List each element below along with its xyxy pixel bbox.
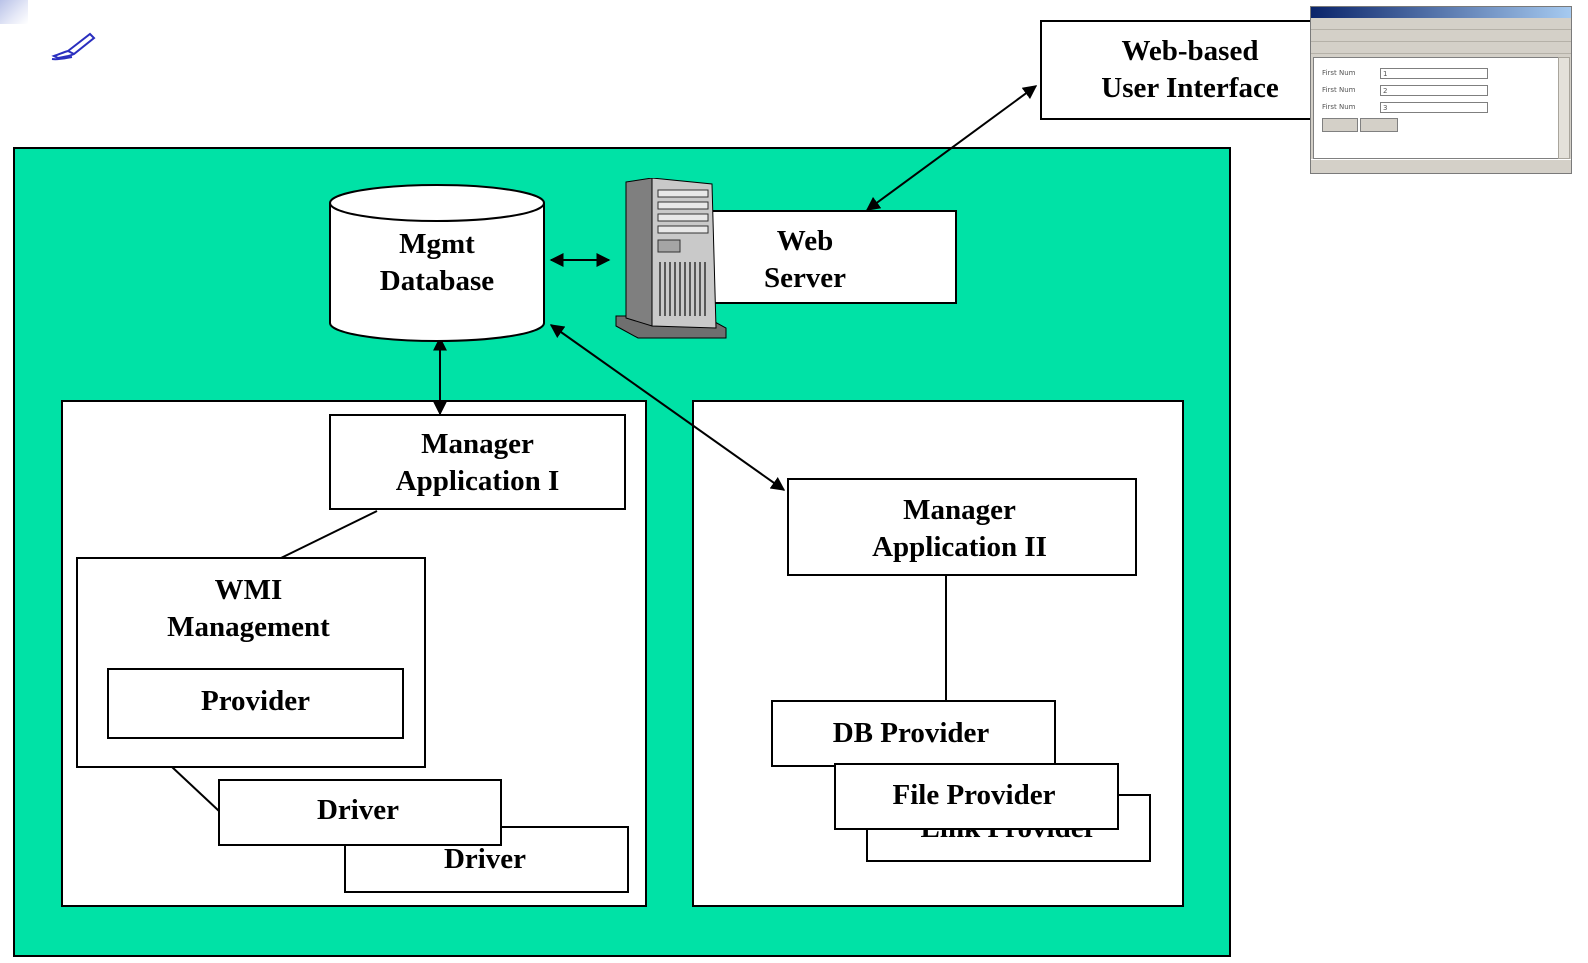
- manager-app-2-box: [787, 478, 1137, 576]
- wmi-management-label: WMI Management: [167, 574, 330, 643]
- thumb-title-bar: [1311, 7, 1571, 18]
- thumb-form-label: First Num: [1322, 103, 1356, 111]
- manager-app-1-box: [329, 414, 626, 510]
- thumb-scrollbar: [1558, 57, 1570, 159]
- thumb-form-input: 1: [1380, 68, 1488, 79]
- server-tower-icon: [615, 178, 727, 339]
- thumb-menu-bar: [1311, 18, 1571, 30]
- web-ui-label: Web-based User Interface: [1101, 35, 1279, 104]
- thumb-status-bar: [1311, 159, 1571, 173]
- driver-1-box: [218, 779, 502, 846]
- web-server-label: Web Server: [763, 225, 847, 294]
- edge-webui-webserver: [865, 85, 1038, 211]
- thumb-form-input: 3: [1380, 102, 1488, 113]
- thumb-toolbar: [1311, 30, 1571, 42]
- file-provider-box: [834, 763, 1119, 830]
- thumb-button: [1322, 118, 1358, 132]
- database-cylinder-icon: [329, 184, 545, 342]
- mgmt-database-label: Mgmt Database: [379, 228, 495, 297]
- web-ui-box: [1040, 20, 1340, 120]
- corner-gradient: [0, 0, 28, 24]
- edge-wmi-driver: [171, 766, 220, 812]
- thumb-form-label: First Num: [1322, 69, 1356, 77]
- mgmt-database: Mgmt Database: [328, 183, 546, 343]
- driver-1-label: Driver: [316, 793, 400, 826]
- thumb-button: [1360, 118, 1398, 132]
- provider-box: [107, 668, 404, 739]
- thumb-form-label: First Num: [1322, 86, 1356, 94]
- thumb-form-input: 2: [1380, 85, 1488, 96]
- thumb-content: First Num 1 First Num 2 First Num 3: [1313, 57, 1559, 159]
- edge-manager1-wmi: [280, 510, 378, 559]
- manager-app-1-label: Manager Application I: [395, 428, 560, 497]
- pen-hand-icon: [51, 32, 96, 61]
- thumb-address-bar: [1311, 42, 1571, 54]
- db-provider-label: DB Provider: [832, 716, 990, 749]
- provider-label: Provider: [201, 684, 310, 717]
- file-provider-label: File Provider: [892, 778, 1056, 811]
- edge-db-manager2: [549, 324, 786, 491]
- driver-2-label: Driver: [443, 842, 527, 875]
- manager-app-2-label: Manager Application II: [872, 494, 1047, 563]
- browser-window-screenshot: First Num 1 First Num 2 First Num 3: [1310, 6, 1572, 174]
